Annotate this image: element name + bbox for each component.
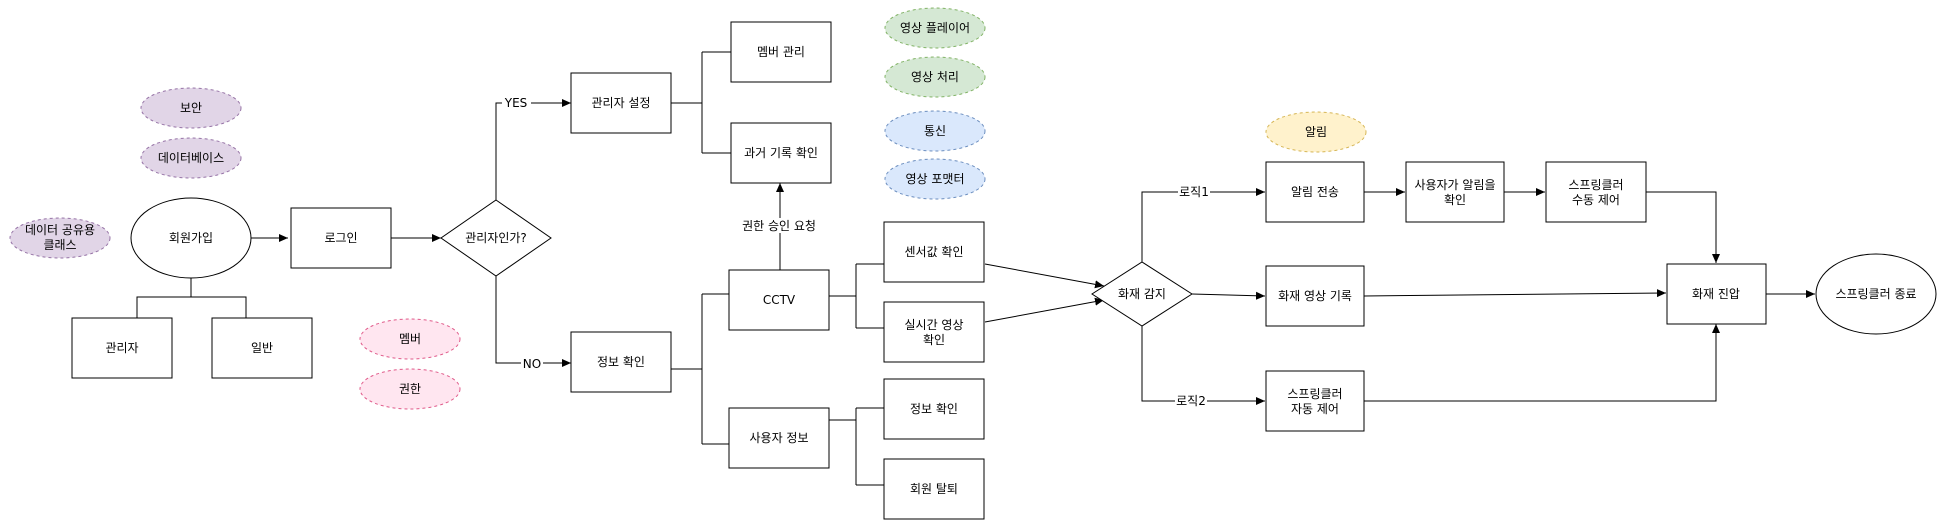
tag-communication-label: 통신 — [924, 124, 946, 138]
edge-yes — [495, 99, 571, 200]
tag-security — [140, 87, 242, 129]
node-fire-record — [1265, 265, 1365, 327]
node-end — [1815, 253, 1937, 335]
node-member-mgmt — [730, 21, 832, 83]
node-suppress-label: 화재 진압 — [1692, 287, 1740, 301]
tag-shared-class-label-2: 클래스 — [43, 238, 76, 252]
node-info-check — [570, 331, 672, 393]
node-user-confirm-label-1: 사용자가 알림을 — [1414, 178, 1495, 192]
node-history — [730, 122, 832, 184]
node-sensor-label: 센서값 확인 — [904, 245, 963, 259]
tag-video-player — [884, 7, 986, 49]
node-general-label: 일반 — [251, 341, 273, 355]
node-end-label: 스프링클러 종료 — [1835, 287, 1916, 301]
node-cctv — [728, 269, 830, 331]
tag-video-player-label: 영상 플레이어 — [900, 21, 970, 35]
edge-adminsettings-children — [671, 51, 731, 154]
node-admin-settings — [570, 72, 672, 134]
node-user-info-label: 사용자 정보 — [749, 431, 808, 445]
node-realtime-label-1: 실시간 영상 — [904, 318, 963, 332]
tag-video-formatter-label: 영상 포맷터 — [905, 172, 964, 186]
edge-record-suppress — [1363, 289, 1667, 298]
tag-shared-class-label-1: 데이터 공유용 — [25, 223, 95, 237]
tag-alarm — [1265, 111, 1367, 153]
node-labels: 회원가입 관리자 일반 로그인 관리자인가? 관리자 설정 멤버 관리 과거 기… — [105, 45, 1916, 496]
nodes — [71, 21, 1937, 520]
tag-member-label: 멤버 — [399, 332, 421, 346]
tag-member — [359, 318, 461, 360]
tag-database-label: 데이터베이스 — [158, 151, 224, 165]
node-user-confirm-label-2: 확인 — [1444, 193, 1466, 207]
tag-shared-class — [9, 217, 111, 259]
tag-permission — [359, 368, 461, 410]
edge-label-no: NO — [523, 357, 541, 371]
tag-alarm-label: 알림 — [1305, 125, 1327, 139]
node-general — [211, 317, 313, 379]
edge-userinfo-children — [829, 407, 884, 486]
edge-record — [1191, 291, 1266, 300]
node-admin — [71, 317, 173, 379]
node-user-info — [728, 407, 830, 469]
tag-permission-label: 권한 — [399, 382, 421, 396]
node-info-check2-label: 정보 확인 — [910, 402, 958, 416]
node-admin-settings-label: 관리자 설정 — [591, 96, 650, 110]
edge-labels: YES NO 권한 승인 요청 로직1 로직2 — [502, 95, 1210, 408]
edge-cctv-children — [829, 263, 884, 329]
node-user-confirm — [1405, 161, 1505, 223]
tag-video-processing — [884, 56, 986, 98]
node-realtime — [883, 301, 985, 363]
edge-label-yes: YES — [504, 96, 528, 110]
node-withdraw — [883, 458, 985, 520]
node-signup — [130, 197, 252, 279]
node-cctv-label: CCTV — [763, 293, 796, 307]
edge-info-children — [671, 293, 731, 445]
node-history-label: 과거 기록 확인 — [744, 146, 818, 160]
node-manual-label-2: 수동 제어 — [1572, 193, 1620, 207]
edge-label-logic2: 로직2 — [1176, 394, 1206, 408]
node-info-check-label: 정보 확인 — [597, 355, 645, 369]
node-auto-label-2: 자동 제어 — [1291, 402, 1339, 416]
node-login-label: 로그인 — [324, 231, 357, 245]
node-auto-label-1: 스프링클러 — [1287, 387, 1342, 401]
edge-label-perm-request: 권한 승인 요청 — [742, 219, 816, 233]
node-info-check2 — [883, 378, 985, 440]
tag-video-processing-label: 영상 처리 — [911, 70, 959, 84]
edge-signup-usertypes — [136, 278, 247, 318]
node-suppress — [1666, 263, 1767, 325]
edge-label-logic1: 로직1 — [1179, 185, 1209, 199]
node-fire-detect-label: 화재 감지 — [1118, 287, 1166, 301]
node-sensor — [883, 221, 985, 283]
tag-security-label: 보안 — [180, 101, 202, 115]
tag-communication — [884, 110, 986, 152]
node-member-mgmt-label: 멤버 관리 — [757, 45, 805, 59]
node-fire-detect — [1091, 261, 1193, 327]
node-fire-record-label: 화재 영상 기록 — [1278, 289, 1352, 303]
edge-no — [495, 276, 571, 367]
edge-auto-suppress — [1364, 324, 1720, 402]
node-admin-label: 관리자 — [105, 341, 138, 355]
tag-video-formatter — [884, 158, 986, 200]
node-login — [290, 207, 392, 269]
connectors — [136, 51, 1815, 486]
edge-logic2 — [1141, 326, 1265, 405]
node-alarm-send — [1265, 161, 1365, 223]
edge-logic1 — [1141, 188, 1265, 262]
legend-tags: 보안 데이터베이스 데이터 공유용 클래스 멤버 권한 영상 플레이어 영상 처… — [9, 7, 1367, 410]
node-withdraw-label: 회원 탈퇴 — [910, 482, 958, 496]
node-manual — [1545, 161, 1647, 223]
tag-database — [140, 137, 242, 179]
node-auto — [1265, 370, 1365, 432]
edge-manual-suppress — [1646, 191, 1720, 263]
edge-sensor-fire — [984, 263, 1105, 289]
node-alarm-send-label: 알림 전송 — [1291, 185, 1339, 199]
node-manual-label-1: 스프링클러 — [1568, 178, 1623, 192]
node-realtime-label-2: 확인 — [923, 333, 945, 347]
node-is-admin — [440, 199, 552, 277]
node-is-admin-label: 관리자인가? — [465, 231, 527, 245]
node-signup-label: 회원가입 — [169, 231, 213, 245]
edge-realtime-fire — [984, 297, 1105, 323]
